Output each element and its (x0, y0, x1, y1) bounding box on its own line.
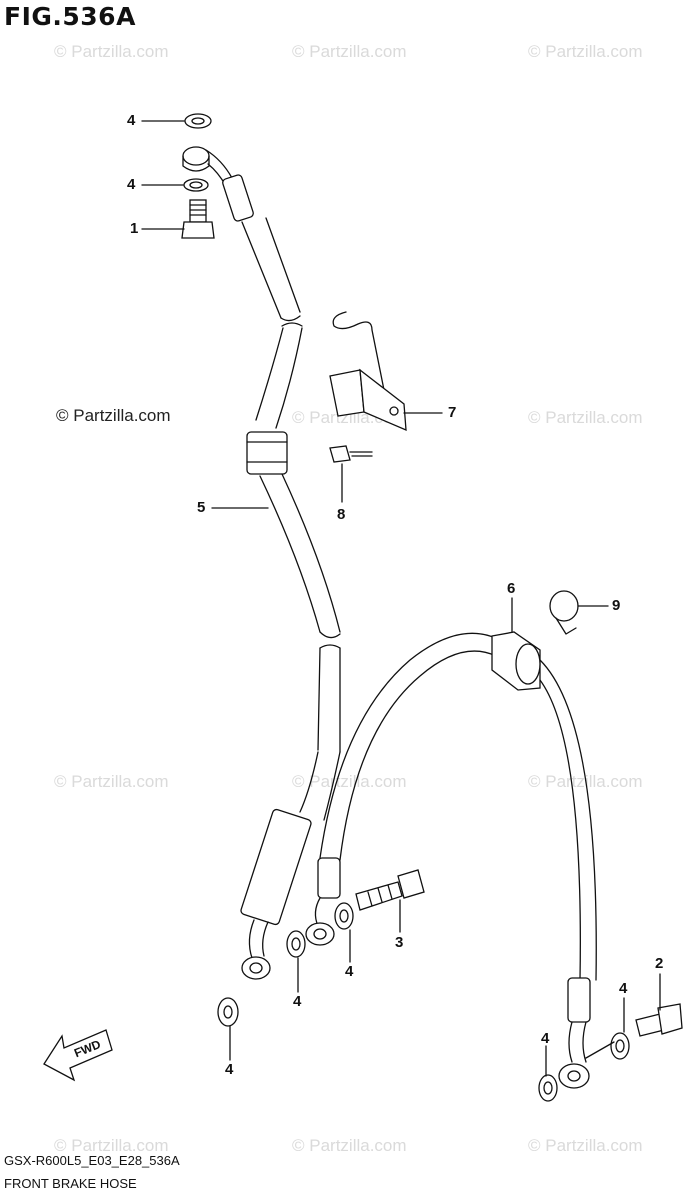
watermark: © Partzilla.com (54, 42, 169, 61)
callout-4: 4 (225, 1061, 234, 1078)
callout-9: 9 (612, 597, 621, 614)
callout-4: 4 (293, 993, 302, 1010)
watermark: © Partzilla.com (292, 1136, 407, 1155)
fwd-arrow-icon: FWD (43, 1029, 113, 1082)
leader-lines (141, 120, 661, 1077)
callout-1: 1 (130, 220, 139, 237)
hose-clamp (549, 590, 579, 635)
watermark: © Partzilla.com (292, 42, 407, 61)
callout-8: 8 (337, 506, 346, 523)
callout-4: 4 (541, 1030, 550, 1047)
callout-4: 4 (619, 980, 628, 997)
lower-brake-hose (305, 631, 597, 1089)
callout-4: 4 (345, 963, 354, 980)
hose-bracket (329, 311, 407, 463)
watermark: © Partzilla.com (528, 1136, 643, 1155)
diagram-name: FRONT BRAKE HOSE (4, 1176, 137, 1191)
callout-2: 2 (655, 955, 664, 972)
upper-brake-hose (182, 146, 341, 980)
watermark: © Partzilla.com (54, 772, 169, 791)
union-bolt-middle (355, 869, 425, 911)
watermark: © Partzilla.com (54, 1136, 169, 1155)
banjo-bolt-top (181, 113, 215, 239)
watermark: © Partzilla.com (528, 408, 643, 427)
callout-4: 4 (127, 176, 136, 193)
sealing-washers (217, 902, 630, 1102)
watermark: © Partzilla.com (528, 42, 643, 61)
diagram-code: GSX-R600L5_E03_E28_536A (4, 1153, 180, 1168)
callout-5: 5 (197, 499, 206, 516)
callout-3: 3 (395, 934, 404, 951)
callout-7: 7 (448, 404, 457, 421)
watermark: © Partzilla.com (292, 772, 407, 791)
figure-title: FIG.536A (4, 2, 136, 31)
union-bolt-right (635, 1003, 683, 1037)
watermark-main: © Partzilla.com (56, 406, 171, 425)
callout-6: 6 (507, 580, 516, 597)
callout-4: 4 (127, 112, 136, 129)
